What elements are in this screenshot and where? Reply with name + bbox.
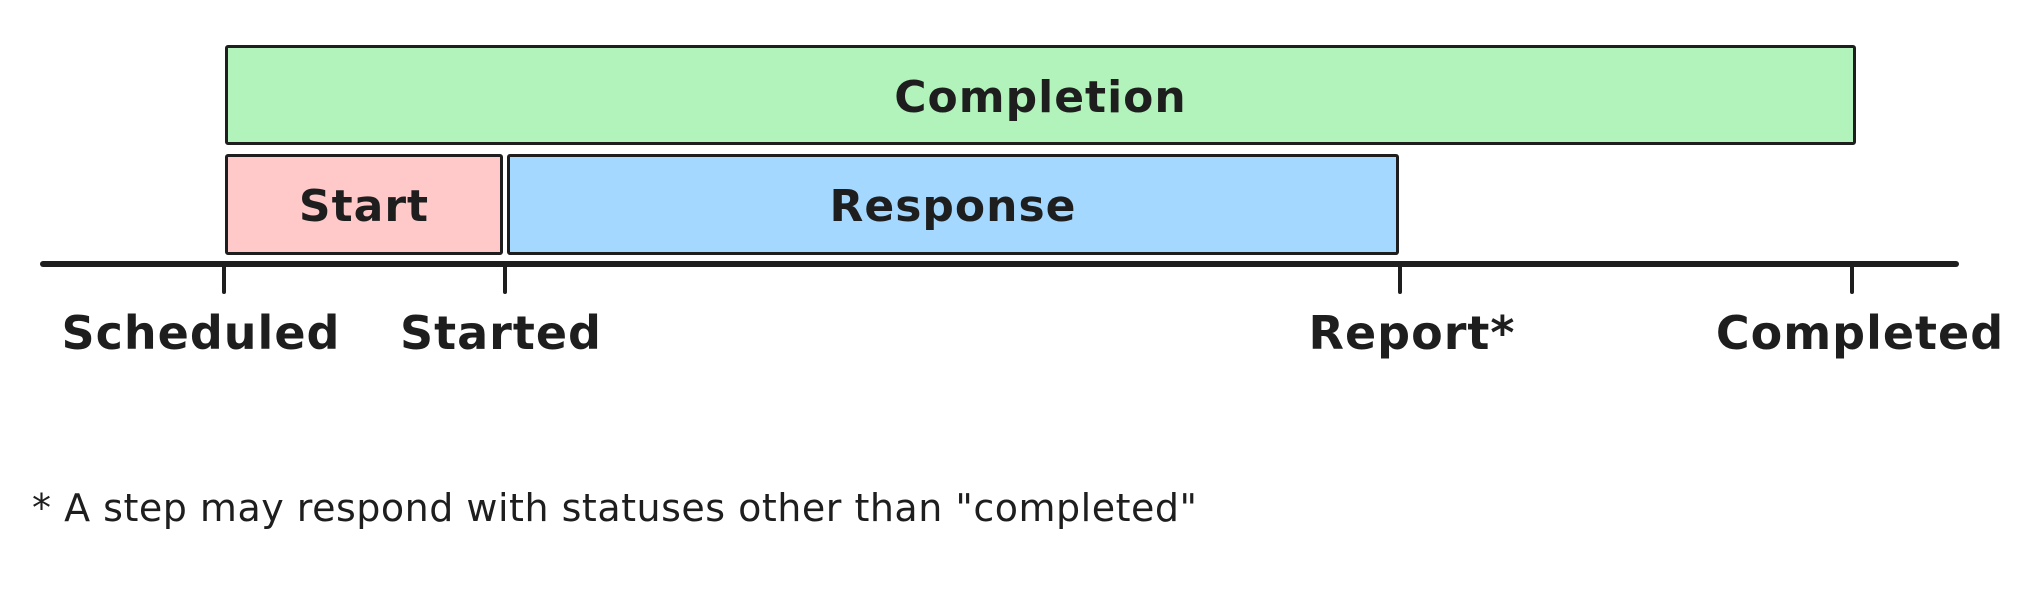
completion-bar: Completion (225, 45, 1856, 145)
footnote: * A step may respond with statuses other… (32, 486, 1198, 530)
start-bar: Start (225, 154, 503, 255)
tick-scheduled (222, 263, 226, 294)
tick-report (1398, 263, 1402, 294)
tick-label-scheduled: Scheduled (61, 306, 341, 360)
tick-completed (1850, 263, 1854, 294)
response-bar-label: Response (829, 181, 1077, 232)
completion-bar-label: Completion (894, 71, 1187, 123)
timeline-axis (40, 261, 1959, 267)
response-bar: Response (507, 154, 1399, 255)
tick-label-completed: Completed (1715, 306, 2005, 360)
tick-label-started: Started (400, 306, 602, 360)
tick-started (503, 263, 507, 294)
start-bar-label: Start (298, 181, 430, 232)
tick-label-report: Report* (1308, 306, 1516, 360)
